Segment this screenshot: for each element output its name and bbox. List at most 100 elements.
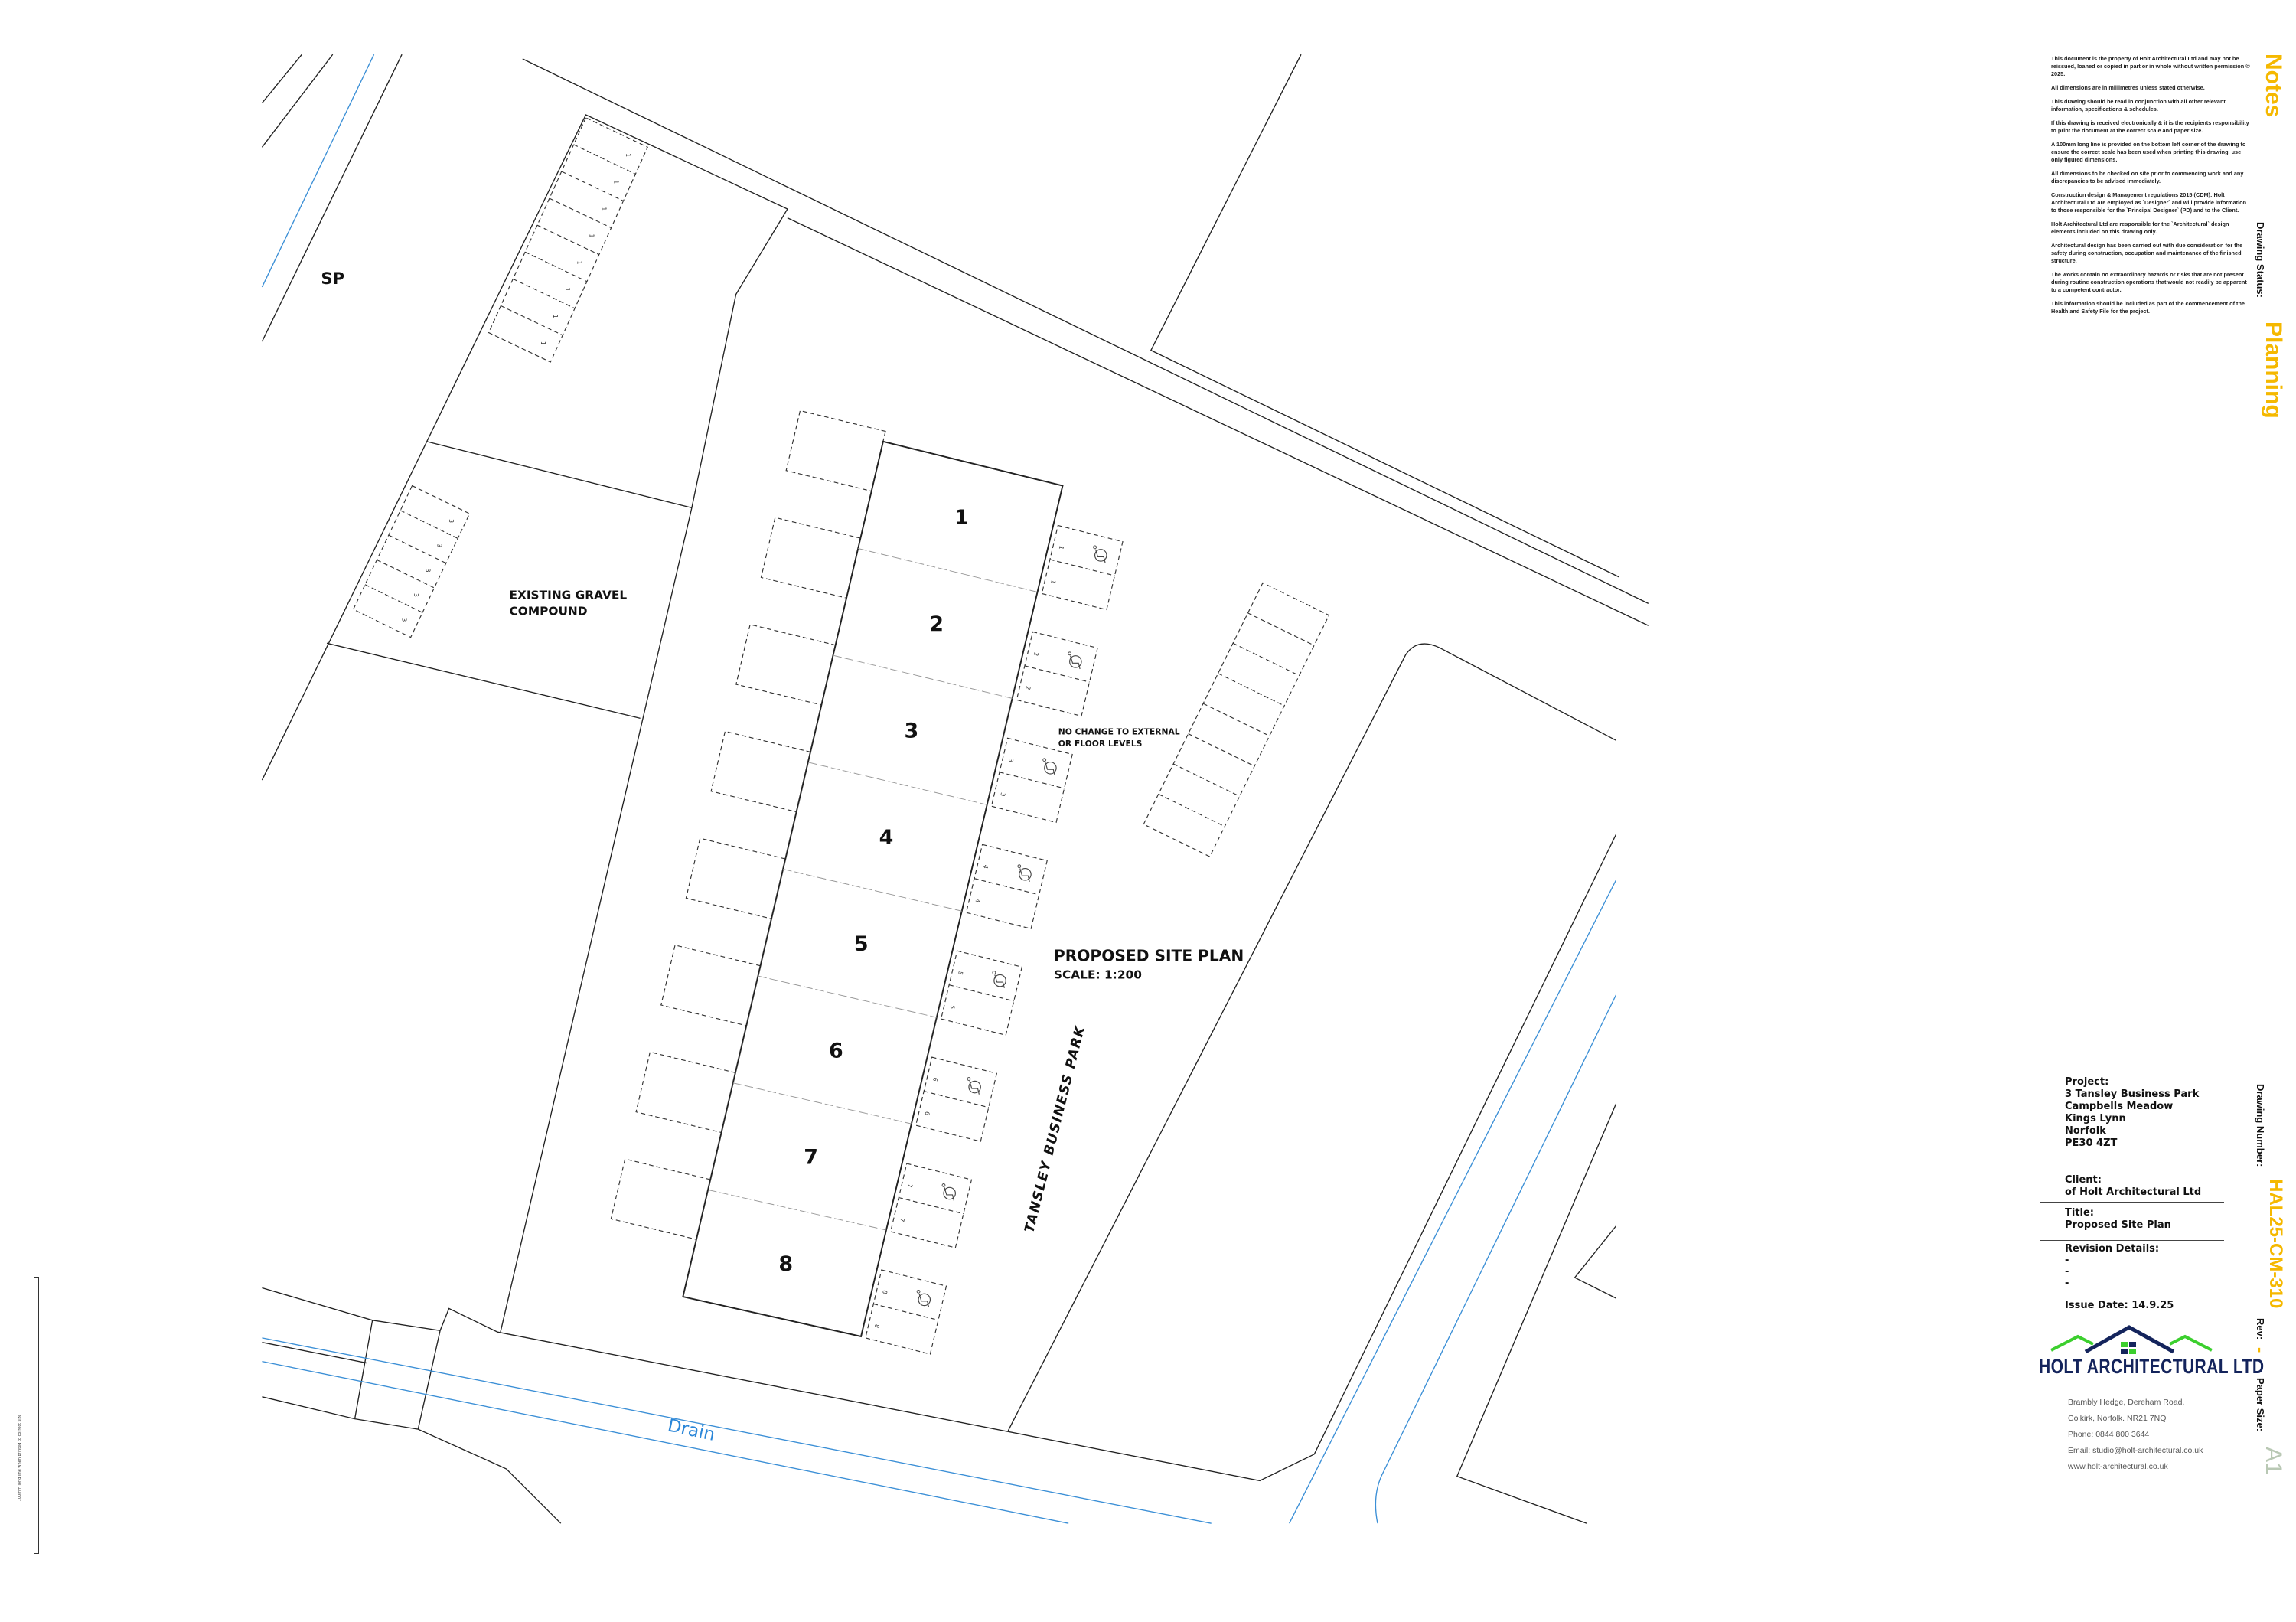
title-label: Title:: [2065, 1207, 2095, 1219]
bay-number: 1: [552, 315, 559, 318]
accessible-parking-bay: [865, 1269, 947, 1355]
building-outline: [682, 440, 1064, 1338]
bay-divider: [561, 171, 624, 201]
revision-line: -: [2065, 1255, 2069, 1266]
unit-number: 2: [929, 612, 944, 636]
bay-divider: [1247, 612, 1315, 646]
bay-number: 2: [1024, 685, 1032, 690]
unit-divider: [707, 1189, 887, 1231]
wheelchair-icon: [992, 971, 1006, 988]
accessible-parking-bay: [915, 1056, 998, 1142]
company-website[interactable]: www.holt-architectural.co.uk: [2068, 1462, 2168, 1471]
road-boundaries: [261, 54, 1649, 1524]
rev-value: -: [2251, 1347, 2270, 1353]
accessible-parking-bay: [940, 950, 1022, 1036]
bay-divider: [1024, 665, 1090, 683]
rev-label: Rev:: [2255, 1318, 2266, 1340]
bay-number: 5: [948, 1004, 956, 1010]
sp-label: SP: [321, 269, 344, 288]
client-value: of Holt Architectural Ltd: [2065, 1186, 2202, 1198]
drain-label: Drain: [666, 1415, 716, 1444]
unit-number: 3: [904, 720, 918, 743]
client-label: Client:: [2065, 1174, 2102, 1186]
parking-bay: [660, 945, 762, 1026]
wheelchair-icon: [916, 1289, 931, 1307]
bay-divider: [974, 878, 1039, 896]
bay-divider: [388, 534, 447, 564]
note-paragraph: The works contain no extraordinary hazar…: [2051, 271, 2247, 293]
unit-divider: [758, 975, 937, 1018]
bay-number: 3: [436, 543, 443, 547]
bay-number: 3: [401, 618, 408, 622]
bay-number: 8: [873, 1323, 881, 1329]
title-value: Proposed Site Plan: [2065, 1219, 2171, 1231]
bay-divider: [573, 144, 636, 175]
note-paragraph: This document is the property of Holt Ar…: [2051, 55, 2250, 77]
parking-bay: [735, 624, 837, 706]
revision-line: -: [2065, 1278, 2069, 1289]
notes-panel: This document is the property of Holt Ar…: [2051, 55, 2250, 321]
bay-number: 3: [424, 569, 431, 573]
bay-number: 6: [931, 1077, 939, 1082]
unit-number: 7: [804, 1146, 818, 1170]
bay-number: 8: [881, 1290, 889, 1295]
bay-divider: [1172, 763, 1240, 797]
parking-bay: [760, 517, 862, 599]
note-paragraph: Holt Architectural Ltd are responsible f…: [2051, 220, 2229, 235]
notes-heading: Notes: [2261, 54, 2286, 118]
project-line: Kings Lynn: [2065, 1113, 2126, 1124]
project-line: Campbells Meadow: [2065, 1101, 2174, 1112]
unit-divider: [732, 1082, 912, 1124]
footpath-lines: [261, 54, 403, 342]
unit-number: 1: [954, 506, 969, 530]
note-paragraph: All dimensions are in millimetres unless…: [2051, 84, 2205, 91]
scale-line-marker: [34, 1277, 39, 1554]
divider: [2040, 1240, 2224, 1241]
bay-divider: [377, 559, 435, 589]
bay-number: 1: [564, 288, 571, 292]
bay-number: 7: [899, 1217, 906, 1222]
bay-divider: [924, 1091, 989, 1108]
parking-bay: [710, 730, 811, 813]
bay-number: 7: [906, 1183, 914, 1189]
bay-number: 1: [589, 233, 595, 237]
accessible-parking-bay: [1016, 631, 1098, 717]
revision-label: Revision Details:: [2065, 1243, 2160, 1255]
bay-number: 4: [974, 898, 981, 903]
drawing-status-value: Planning: [2261, 321, 2286, 419]
note-paragraph: This information should be included as p…: [2051, 300, 2245, 315]
accessible-parking-bay: [890, 1163, 973, 1248]
unit-divider: [807, 762, 987, 805]
unit-divider: [783, 868, 962, 912]
note-paragraph: Construction design & Management regulat…: [2051, 191, 2247, 214]
bay-divider: [400, 510, 458, 539]
unit-number: 5: [854, 932, 869, 956]
scale-line-label: 100mm long line when printed to correct …: [18, 1415, 22, 1502]
project-label: Project:: [2065, 1076, 2109, 1088]
compound-parking-row: [352, 485, 471, 638]
bay-divider: [1188, 733, 1255, 767]
parking-bay: [635, 1051, 736, 1134]
unit-number: 8: [778, 1252, 793, 1276]
unit-divider: [833, 654, 1013, 699]
compound-label-1: EXISTING GRAVEL: [509, 589, 627, 602]
bay-number: 1: [612, 180, 619, 184]
bay-divider: [1218, 673, 1285, 707]
bay-divider: [524, 251, 588, 282]
paper-size-label: Paper Size:: [2255, 1378, 2266, 1432]
no-change-note-2: OR FLOOR LEVELS: [1058, 739, 1143, 749]
no-change-note-1: NO CHANGE TO EXTERNAL: [1058, 727, 1180, 737]
accessible-parking-bay: [1041, 524, 1124, 611]
bay-divider: [536, 224, 600, 256]
road-name: TANSLEY BUSINESS PARK: [1022, 1024, 1088, 1235]
company-email[interactable]: Email: studio@holt-architectural.co.uk: [2068, 1446, 2203, 1455]
bay-number: 3: [413, 593, 419, 597]
company-logo: [2050, 1325, 2213, 1354]
top-parking-row: [488, 117, 648, 363]
bay-number: 1: [1058, 545, 1065, 550]
company-name: HOLT ARCHITECTURAL LTD: [2039, 1355, 2265, 1378]
parking-bay: [785, 410, 886, 492]
paper-size-value: A1: [2261, 1447, 2286, 1475]
bay-number: 3: [1007, 758, 1015, 763]
project-line: Norfolk: [2065, 1125, 2106, 1137]
